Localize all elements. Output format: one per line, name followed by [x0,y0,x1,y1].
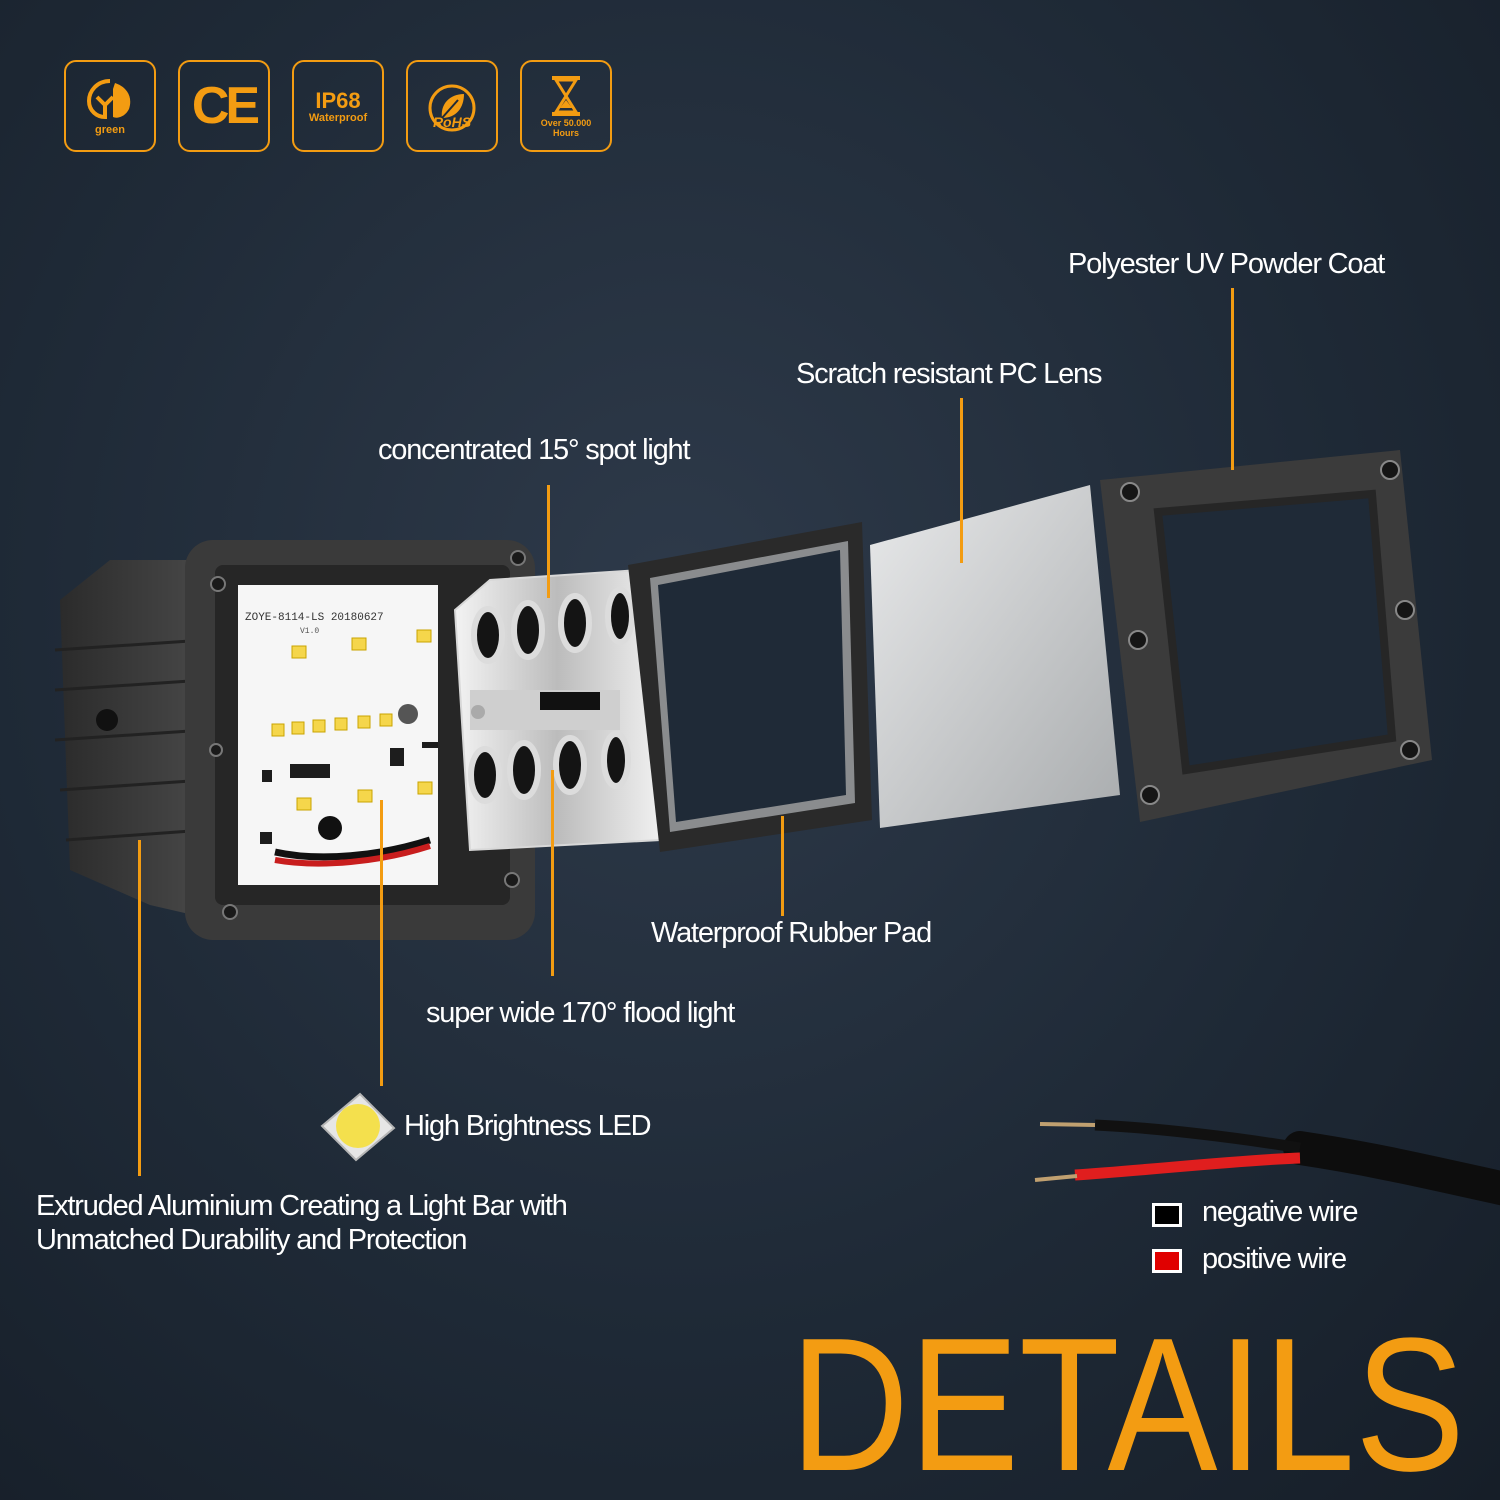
badge-hours-line2: Hours [552,128,579,138]
reflector [453,568,662,852]
label-rubber-pad: Waterproof Rubber Pad [651,917,932,949]
pcb-version-text: V1.0 [300,627,319,636]
rohs-icon [428,84,476,132]
positive-wire-swatch [1152,1249,1182,1273]
legend-negative-wire: negative wire [1202,1196,1358,1228]
label-spot-light: concentrated 15° spot light [378,434,691,466]
hourglass-icon [552,76,580,116]
pcb-code-text: ZOYE-8114-LS 20180627 [245,612,384,624]
ce-badge: CE [178,60,270,152]
hours-badge: Over 50.000 Hours [520,60,612,152]
label-high-brightness-led: High Brightness LED [404,1110,652,1142]
label-aluminium-line1: Extruded Aluminium Creating a Light Bar … [36,1190,568,1222]
badge-rohs-label: RoHS [432,114,472,130]
callout-line-rubber [781,816,784,916]
ip68-badge: IP68 Waterproof [292,60,384,152]
callout-line-flood [551,770,554,976]
pc-lens [870,485,1120,828]
callout-line-spot [547,485,550,598]
wire-illustration [1034,1119,1500,1206]
page-title: DETAILS [790,1330,1465,1480]
rubber-gasket [628,522,872,852]
badge-waterproof-label: Waterproof [308,111,368,124]
label-powder-coat: Polyester UV Powder Coat [1068,248,1385,280]
front-bezel [1100,450,1432,822]
green-badge: green [64,60,156,152]
callout-line-aluminium [138,840,141,1176]
badge-green-label: green [95,123,125,136]
badge-hours-line1: Over 50.000 [540,118,592,128]
negative-wire-swatch [1152,1203,1182,1227]
page-title-graphic: DETAILS [790,1330,1465,1480]
callout-line-coat [1231,288,1234,470]
label-aluminium-line2: Unmatched Durability and Protection [36,1224,468,1256]
leaf-icon [86,78,131,119]
legend-positive-wire: positive wire [1202,1243,1347,1275]
rohs-badge: RoHS [406,60,498,152]
label-pc-lens: Scratch resistant PC Lens [796,358,1102,390]
led-chip-icon [320,1092,396,1162]
badge-ip68-title: IP68 [315,87,361,113]
label-flood-light: super wide 170° flood light [426,997,735,1029]
ce-mark-icon: CE [191,77,260,135]
callout-line-led [380,800,383,1086]
callout-line-lens [960,398,963,563]
led-circuit-board: ZOYE-8114-LS 20180627 V1.0 [238,585,438,885]
